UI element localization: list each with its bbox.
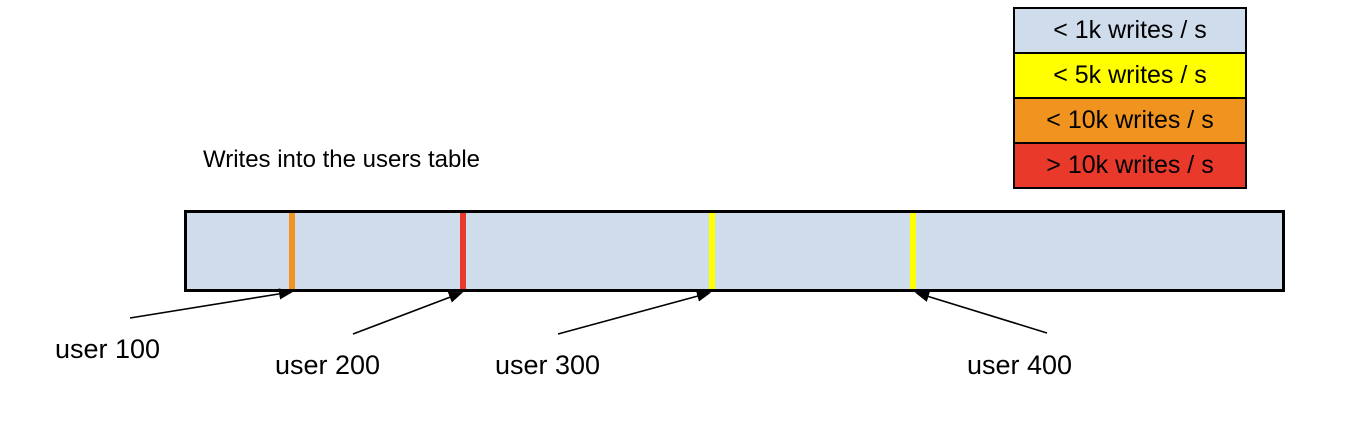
legend-item-lt5k-label: < 5k writes / s	[1053, 61, 1207, 89]
arrow-user-300	[557, 290, 712, 335]
legend: < 1k writes / s < 5k writes / s < 10k wr…	[1013, 7, 1247, 189]
label-user-400: user 400	[967, 350, 1073, 380]
hotspot-marker-user-100	[289, 213, 295, 289]
label-user-100: user 100	[55, 334, 161, 364]
hotspot-marker-user-200	[460, 213, 466, 289]
hotspot-marker-user-300	[709, 213, 715, 289]
legend-item-lt1k-label: < 1k writes / s	[1053, 16, 1207, 44]
arrow-user-100	[129, 288, 294, 319]
legend-item-lt10k: < 10k writes / s	[1015, 99, 1245, 144]
label-user-300: user 300	[495, 350, 601, 380]
legend-item-gt10k: > 10k writes / s	[1015, 144, 1245, 187]
arrow-user-400	[914, 291, 1048, 334]
label-user-200: user 200	[275, 350, 381, 380]
legend-item-lt5k: < 5k writes / s	[1015, 54, 1245, 99]
hotspot-marker-user-400	[910, 213, 916, 289]
legend-item-lt10k-label: < 10k writes / s	[1046, 106, 1214, 134]
legend-item-lt1k: < 1k writes / s	[1015, 9, 1245, 54]
users-table-bar	[184, 210, 1285, 292]
diagram-title: Writes into the users table	[203, 146, 481, 173]
legend-item-gt10k-label: > 10k writes / s	[1046, 151, 1214, 179]
arrow-user-200	[352, 292, 464, 335]
